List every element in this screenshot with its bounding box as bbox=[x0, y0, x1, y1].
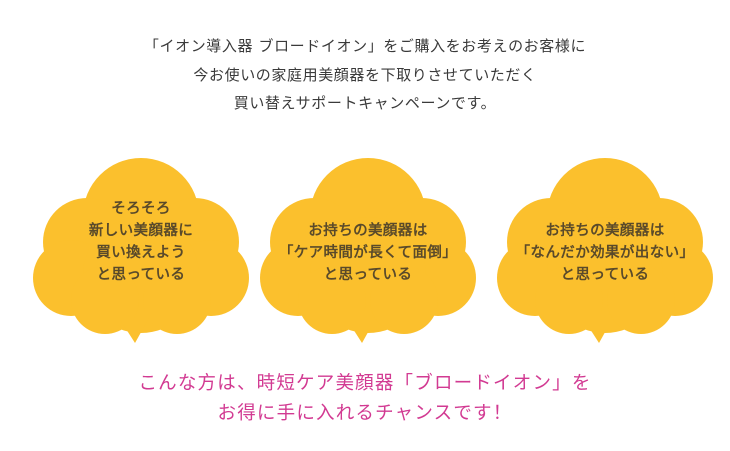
closing-line-2: お得に手に入れるチャンスです！ bbox=[217, 403, 513, 424]
cloud-1-text: そろそろ 新しい美顔器に 買い換えよう と思っている bbox=[27, 198, 255, 286]
cloud-2-text: お持ちの美顔器は 「ケア時間が長くて面倒」 と思っている bbox=[254, 220, 482, 286]
cloud-1-line-1: そろそろ bbox=[111, 201, 171, 217]
cloud-2-line-3: と思っている bbox=[323, 267, 413, 283]
cloud-2-line-2: 「ケア時間が長くて面倒」 bbox=[278, 245, 458, 261]
intro-line-3: 買い替えサポートキャンペーンです。 bbox=[233, 94, 497, 112]
closing-line-1: こんな方は、時短ケア美顔器「ブロードイオン」を bbox=[138, 373, 592, 394]
intro-text: 「イオン導入器 ブロードイオン」をご購入をお考えのお客様に 今お使いの家庭用美顔… bbox=[0, 32, 730, 118]
cloud-1-line-3: 買い換えよう bbox=[96, 245, 186, 261]
closing-message: こんな方は、時短ケア美顔器「ブロードイオン」を お得に手に入れるチャンスです！ bbox=[0, 369, 730, 429]
speech-cloud-shape-icon bbox=[33, 158, 249, 343]
speech-cloud-2: お持ちの美顔器は 「ケア時間が長くて面倒」 と思っている bbox=[254, 150, 482, 350]
speech-cloud-3: お持ちの美顔器は 「なんだか効果が出ない」 と思っている bbox=[491, 150, 719, 350]
cloud-3-line-1: お持ちの美顔器は bbox=[545, 223, 665, 239]
cloud-2-line-1: お持ちの美顔器は bbox=[308, 223, 428, 239]
cloud-3-line-2: 「なんだか効果が出ない」 bbox=[515, 245, 695, 261]
intro-line-2: 今お使いの家庭用美顔器を下取りさせていただく bbox=[193, 65, 537, 84]
speech-cloud-shape-icon bbox=[260, 158, 476, 343]
intro-line-1: 「イオン導入器 ブロードイオン」をご購入をお考えのお客様に bbox=[143, 37, 587, 55]
speech-cloud-1: そろそろ 新しい美顔器に 買い換えよう と思っている bbox=[27, 150, 255, 350]
cloud-3-text: お持ちの美顔器は 「なんだか効果が出ない」 と思っている bbox=[491, 220, 719, 286]
cloud-1-line-4: と思っている bbox=[96, 267, 186, 283]
cloud-3-line-3: と思っている bbox=[560, 267, 650, 283]
cloud-1-line-2: 新しい美顔器に bbox=[88, 223, 194, 239]
speech-cloud-shape-icon bbox=[497, 158, 713, 343]
